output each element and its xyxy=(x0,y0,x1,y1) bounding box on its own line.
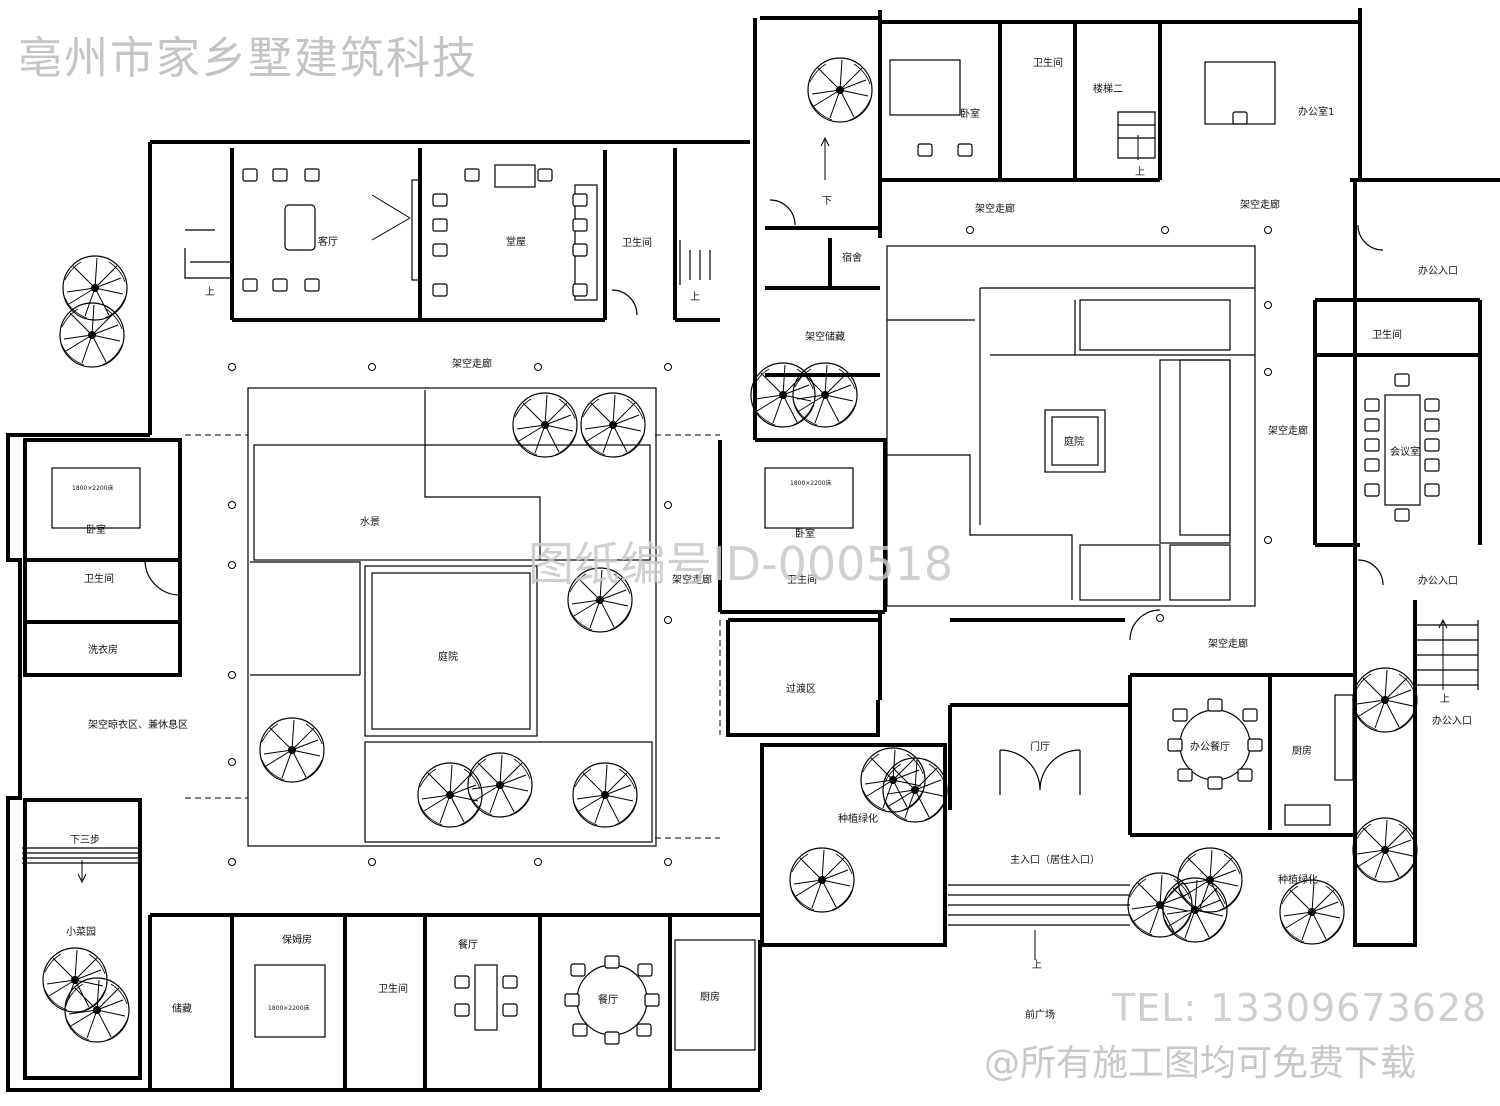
label-office-entry-c: 办公入口 xyxy=(1432,714,1472,727)
label-down: 下 xyxy=(822,196,832,207)
label-corridor-right-b: 架空走廊 xyxy=(1240,198,1280,211)
label-courtyard-main: 庭院 xyxy=(438,650,458,663)
label-foyer: 门厅 xyxy=(1030,740,1050,753)
label-office-1: 办公室1 xyxy=(1298,105,1334,118)
label-planting-right: 种植绿化 xyxy=(1278,873,1318,886)
label-main-entry: 主入口（居住入口） xyxy=(1010,853,1100,866)
label-steps-down: 下三步 xyxy=(70,834,100,846)
label-bath-top: 卫生间 xyxy=(622,236,652,249)
label-kitchen-bottom: 厨房 xyxy=(700,990,720,1003)
company-watermark: 亳州市家乡墅建筑科技 xyxy=(18,33,478,84)
label-courtyard-right: 庭院 xyxy=(1064,435,1084,448)
label-corridor-mid: 架空走廊 xyxy=(672,573,712,586)
label-water-feature: 水景 xyxy=(360,516,380,528)
label-drying: 架空晾衣区、兼休息区 xyxy=(88,718,188,731)
label-bath-right: 卫生间 xyxy=(1372,328,1402,341)
label-meeting-room: 会议室 xyxy=(1390,445,1420,458)
label-hall: 堂屋 xyxy=(506,236,526,248)
label-bed-nanny-size: 1800×2200床 xyxy=(268,1004,310,1012)
label-up-5: 上 xyxy=(1032,959,1042,971)
label-bed-left-size: 1800×2200床 xyxy=(72,484,114,492)
label-bed-mid-size: 1800×2200床 xyxy=(790,479,832,487)
label-storage-overhead: 架空储藏 xyxy=(805,330,845,343)
label-bath-bottom: 卫生间 xyxy=(378,982,408,995)
label-office-dining: 办公餐厅 xyxy=(1190,740,1230,753)
label-bath-left: 卫生间 xyxy=(84,572,114,585)
label-office-entry-b: 办公入口 xyxy=(1418,574,1458,587)
label-bedroom-top: 卧室 xyxy=(960,107,980,120)
room-labels: 客厅 堂屋 卫生间 架空走廊 卧室 1800×2200床 卫生间 洗衣房 架空晾… xyxy=(66,56,1472,1021)
label-kitchen-right: 厨房 xyxy=(1292,744,1312,757)
label-small-garden: 小菜园 xyxy=(66,926,96,938)
label-front-plaza: 前广场 xyxy=(1025,1008,1055,1021)
label-corridor-right-v: 架空走廊 xyxy=(1268,424,1308,437)
label-dining-round: 餐厅 xyxy=(598,993,618,1006)
label-transition: 过渡区 xyxy=(786,682,816,695)
walls xyxy=(6,8,1500,1092)
tel-watermark: TEL: 13309673628 xyxy=(1112,986,1488,1030)
label-bedroom-mid: 卧室 xyxy=(795,527,815,540)
label-living-room: 客厅 xyxy=(318,235,338,248)
label-bedroom-left: 卧室 xyxy=(86,523,106,536)
label-storage: 储藏 xyxy=(172,1002,192,1015)
label-up-4: 上 xyxy=(1440,693,1450,705)
label-up-2: 上 xyxy=(690,291,700,303)
label-nanny-room: 保姆房 xyxy=(282,933,312,946)
label-bath-mid: 卫生间 xyxy=(787,573,817,586)
label-dorm: 宿舍 xyxy=(842,251,862,264)
label-laundry: 洗衣房 xyxy=(88,643,118,656)
label-up-3: 上 xyxy=(1135,166,1145,178)
label-corridor-top: 架空走廊 xyxy=(452,357,492,370)
label-corridor-right-a: 架空走廊 xyxy=(975,202,1015,215)
label-corridor-right-c: 架空走廊 xyxy=(1208,637,1248,650)
label-office-entry-a: 办公入口 xyxy=(1418,264,1458,277)
label-dining-small: 餐厅 xyxy=(458,938,478,951)
label-planting-left: 种植绿化 xyxy=(838,812,878,825)
label-up-1: 上 xyxy=(205,286,215,298)
drawing-id-watermark: 图纸编号ID-000518 xyxy=(528,537,954,591)
label-bath-top-right: 卫生间 xyxy=(1033,56,1063,69)
label-stair-2: 楼梯二 xyxy=(1093,82,1123,95)
free-download-watermark: @所有施工图均可免费下载 xyxy=(984,1043,1417,1084)
